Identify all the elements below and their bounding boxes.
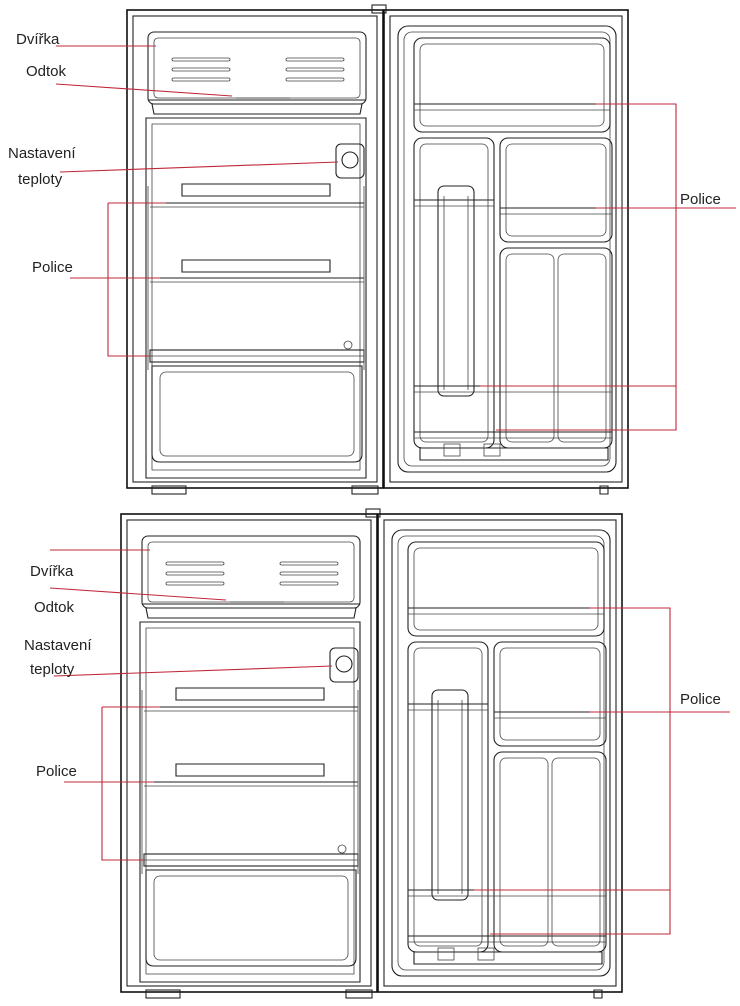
label-odtok: Odtok bbox=[26, 63, 67, 80]
label-police-left: Police bbox=[32, 259, 73, 276]
label-dvirka: Dvířka bbox=[16, 31, 60, 48]
fridge-drawing-2 bbox=[49, 508, 731, 999]
label-nastaveni: Nastavení bbox=[8, 145, 76, 162]
label-odtok: Odtok bbox=[34, 599, 75, 616]
fridge-drawing-1 bbox=[55, 4, 737, 495]
fridge-figure-1: Dvířka Odtok Nastavení teploty Police Po… bbox=[8, 4, 737, 495]
label-teploty: teploty bbox=[18, 171, 63, 188]
label-police-right: Police bbox=[680, 691, 721, 708]
fridge-figure-2: Dvířka Odtok Nastavení teploty Police Po… bbox=[24, 508, 731, 999]
label-police-right: Police bbox=[680, 191, 721, 208]
label-nastaveni: Nastavení bbox=[24, 637, 92, 654]
label-dvirka: Dvířka bbox=[30, 563, 74, 580]
label-teploty: teploty bbox=[30, 661, 75, 678]
label-police-left: Police bbox=[36, 763, 77, 780]
